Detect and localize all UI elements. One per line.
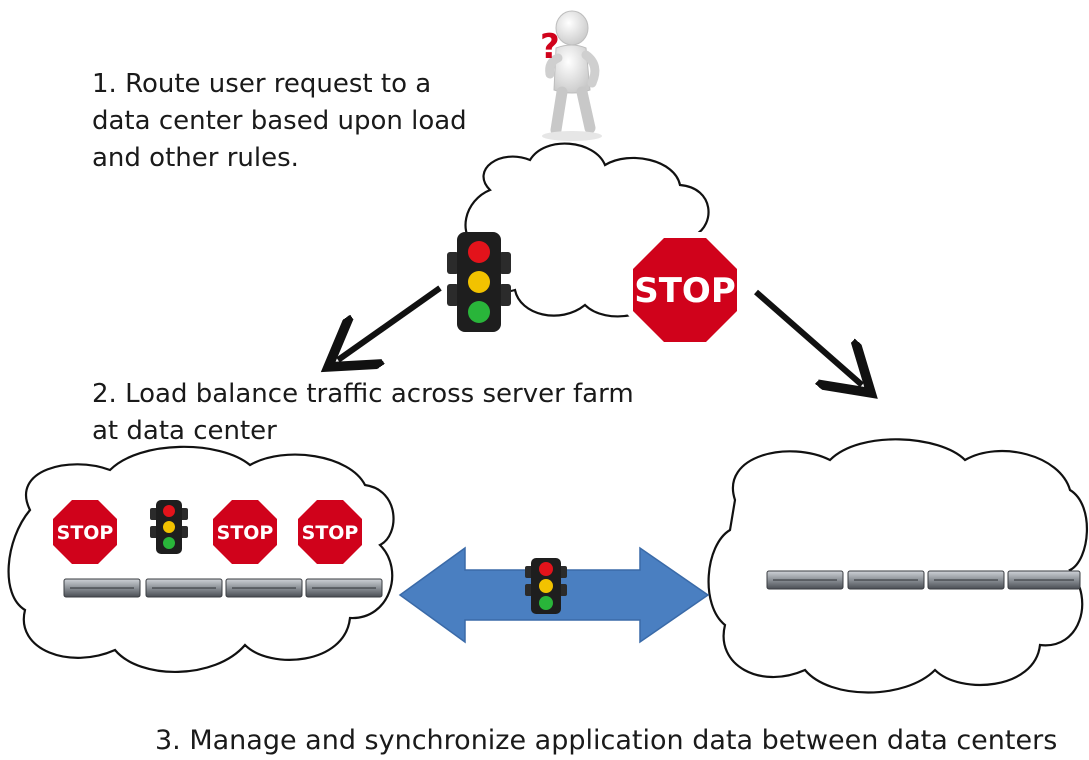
step-3-label: 3. Manage and synchronize application da… bbox=[155, 725, 1058, 756]
svg-text:STOP: STOP bbox=[302, 522, 359, 544]
server-icon bbox=[847, 570, 925, 590]
stop-sign-icon: STOP bbox=[53, 500, 117, 564]
left-cloud-icon bbox=[7, 445, 395, 673]
svg-text:STOP: STOP bbox=[217, 522, 274, 544]
server-icon bbox=[63, 578, 141, 598]
arrow-left-icon bbox=[338, 285, 442, 360]
traffic-light-icon bbox=[447, 232, 511, 332]
question-mark-icon: ? bbox=[540, 27, 560, 67]
person-question-icon: ? bbox=[540, 10, 602, 141]
svg-text:STOP: STOP bbox=[634, 271, 736, 311]
stop-sign-icon: STOP bbox=[298, 500, 362, 564]
server-icon bbox=[766, 570, 844, 590]
server-icon bbox=[305, 578, 383, 598]
stop-sign-icon: STOP bbox=[627, 232, 743, 348]
traffic-light-icon bbox=[150, 500, 188, 554]
traffic-light-icon bbox=[525, 558, 567, 614]
step-2-label: 2. Load balance traffic across server fa… bbox=[92, 379, 634, 446]
step-1-label: 1. Route user request to a data center b… bbox=[92, 69, 467, 173]
svg-text:STOP: STOP bbox=[57, 522, 114, 544]
stop-sign-icon: STOP bbox=[213, 500, 277, 564]
server-icon bbox=[225, 578, 303, 598]
server-icon bbox=[145, 578, 223, 598]
right-cloud-icon bbox=[707, 438, 1089, 694]
server-icon bbox=[1007, 570, 1081, 590]
arrow-right-icon bbox=[754, 289, 862, 385]
server-icon bbox=[927, 570, 1005, 590]
